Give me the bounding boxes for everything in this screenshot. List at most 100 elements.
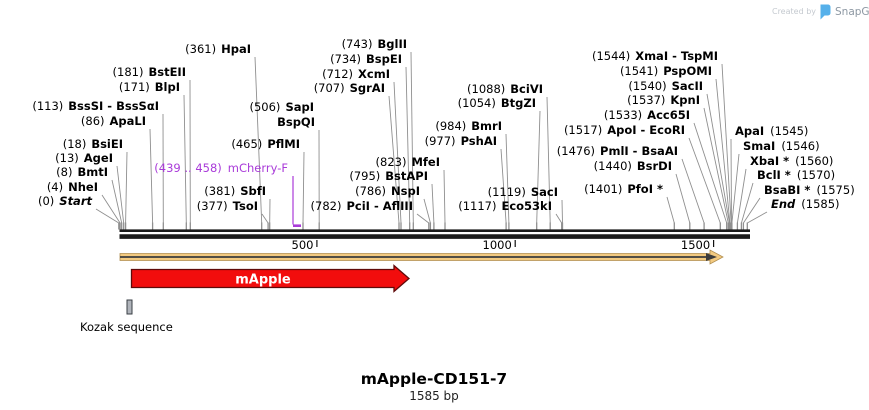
site-pos: (984) bbox=[435, 119, 466, 133]
site-labels-left: (361)HpaI (181)BstEII (171) BlpI (113)Bss… bbox=[32, 42, 315, 213]
site-pos: (506) bbox=[250, 100, 281, 114]
site-label-BmrI[interactable]: (984) BmrI bbox=[435, 119, 502, 133]
site-label-PspOMI[interactable]: (1541)PspOMI bbox=[620, 64, 712, 78]
site-pos: (1575) bbox=[816, 183, 854, 197]
site-pos: (743) bbox=[342, 37, 373, 51]
site-label-BmtI[interactable]: (8)BmtI bbox=[56, 165, 108, 179]
site-label-PciI[interactable]: (782) PciI - AflIII bbox=[311, 199, 413, 213]
site-label-TsoI[interactable]: (377)TsoI bbox=[197, 199, 258, 213]
site-pos: (1545) bbox=[770, 124, 808, 138]
site-label-BstAPI[interactable]: (795)BstAPI bbox=[349, 169, 428, 183]
site-label-BtgZI[interactable]: (1054)BtgZI bbox=[458, 96, 536, 110]
site-label-PflMI[interactable]: (465) PflMI bbox=[231, 137, 300, 151]
site-label-ApaLI[interactable]: (86)ApaLI bbox=[81, 114, 146, 128]
site-label-BsiEI[interactable]: (18)BsiEI bbox=[63, 137, 123, 151]
site-label-SmaI[interactable]: SmaI(1546) bbox=[743, 139, 820, 153]
primer-name: mCherry-F bbox=[228, 161, 288, 175]
site-name: BmrI bbox=[471, 119, 502, 133]
site-label-MfeI[interactable]: (823)MfeI bbox=[376, 155, 440, 169]
site-pos: (1544) bbox=[592, 49, 630, 63]
site-label-Acc65I[interactable]: (1533)Acc65I bbox=[604, 108, 690, 122]
ruler-label-1000: 1000 bbox=[483, 238, 512, 252]
site-pos: (734) bbox=[330, 52, 361, 66]
created-by-text: Created by bbox=[772, 7, 816, 16]
ruler-label-1500: 1500 bbox=[681, 238, 710, 252]
feature-mApple[interactable]: mApple bbox=[130, 264, 410, 293]
site-label-PshAI[interactable]: (977)PshAI bbox=[425, 134, 497, 148]
site-pos: (465) bbox=[231, 137, 262, 151]
site-label-BsrDI[interactable]: (1440)BsrDI bbox=[594, 159, 672, 173]
site-label-BsaBI[interactable]: BsaBI * (1575) bbox=[764, 183, 855, 197]
construct-feature-arrow[interactable] bbox=[119, 249, 724, 265]
label-start[interactable]: (0)Start bbox=[38, 194, 93, 208]
site-name: HpaI bbox=[221, 42, 251, 56]
site-label-BspEI[interactable]: (734)BspEI bbox=[330, 52, 402, 66]
site-name: BglII bbox=[378, 37, 408, 51]
site-label-XmaI[interactable]: (1544)XmaI - TspMI bbox=[592, 49, 718, 63]
ruler-tick-marks bbox=[316, 240, 715, 247]
site-pos: (1401) bbox=[584, 182, 622, 196]
site-label-XcmI[interactable]: (712)XcmI bbox=[322, 67, 390, 81]
site-label-KpnI[interactable]: (1537)KpnI bbox=[627, 93, 700, 107]
site-label-BciVI[interactable]: (1088)BciVI bbox=[467, 82, 543, 96]
site-label-BstEII[interactable]: (181)BstEII bbox=[113, 65, 186, 79]
site-label-BlpI[interactable]: (171) BlpI bbox=[119, 80, 180, 94]
snapgene-logo-icon bbox=[820, 4, 831, 20]
watermark: Created by SnapGene bbox=[772, 4, 869, 20]
site-label-BssSI[interactable]: (113)BssSI - BssSαI bbox=[32, 99, 159, 113]
site-name: BssSI - BssSαI bbox=[68, 99, 159, 113]
site-name: BsaBI * bbox=[764, 183, 810, 197]
site-pos: (1540) bbox=[628, 79, 666, 93]
site-label-PmlI[interactable]: (1476)PmlI - BsaAI bbox=[557, 144, 678, 158]
footer: mApple-CD151-7 1585 bp bbox=[361, 370, 507, 403]
site-name: SgrAI bbox=[350, 81, 385, 95]
site-name: BsrDI bbox=[637, 159, 672, 173]
site-label-AgeI[interactable]: (13)AgeI bbox=[55, 151, 113, 165]
kozak-box[interactable] bbox=[126, 299, 133, 315]
label-end[interactable]: End(1585) bbox=[771, 197, 840, 211]
site-tick-marks bbox=[118, 222, 748, 230]
sequence-backbone bbox=[118, 222, 750, 239]
site-label-SacII[interactable]: (1540)SacII bbox=[628, 79, 703, 93]
site-label-SacI[interactable]: (1119)SacI bbox=[488, 185, 558, 199]
site-label-SapI[interactable]: (506) SapI bbox=[250, 100, 315, 114]
mApple-arrow[interactable] bbox=[130, 264, 410, 293]
site-name: BspQI bbox=[277, 115, 315, 129]
site-pos: (1537) bbox=[627, 93, 665, 107]
site-label-PfoI[interactable]: (1401)PfoI * bbox=[584, 182, 663, 196]
site-pos: (171) bbox=[119, 80, 150, 94]
site-name: TsoI bbox=[233, 199, 258, 213]
site-label-XbaI[interactable]: XbaI *(1560) bbox=[750, 154, 833, 168]
site-pos: (782) bbox=[311, 199, 342, 213]
site-name: PflMI bbox=[267, 137, 300, 151]
site-name: End bbox=[771, 197, 796, 211]
site-pos: (0) bbox=[38, 194, 54, 208]
primer-label[interactable]: (439 .. 458)mCherry-F bbox=[154, 161, 288, 175]
site-pos: (795) bbox=[349, 169, 380, 183]
site-name: BlpI bbox=[155, 80, 180, 94]
site-name: PciI - AflIII bbox=[346, 199, 413, 213]
site-pos: (181) bbox=[113, 65, 144, 79]
site-pos: (1541) bbox=[620, 64, 658, 78]
site-label-NspI[interactable]: (786)NspI bbox=[355, 184, 420, 198]
site-label-ApaI[interactable]: ApaI(1545) bbox=[735, 124, 808, 138]
feature-kozak[interactable]: Kozak sequence bbox=[80, 299, 173, 334]
primer-mCherry-F[interactable]: (439 .. 458)mCherry-F bbox=[154, 161, 301, 227]
site-labels-right: (1544)XmaI - TspMI (1541)PspOMI (1540)Sa… bbox=[557, 49, 718, 196]
site-label-BclI[interactable]: BclI *(1570) bbox=[757, 168, 835, 182]
site-label-SbfI[interactable]: (381)SbfI bbox=[204, 184, 266, 198]
site-name: SapI bbox=[285, 100, 314, 114]
site-label-BglII[interactable]: (743) BglII bbox=[342, 37, 407, 51]
site-label-ApoI[interactable]: (1517)ApoI - EcoRI bbox=[564, 123, 685, 137]
site-label-SgrAI[interactable]: (707)SgrAI bbox=[314, 81, 385, 95]
site-label-NheI[interactable]: (4)NheI bbox=[47, 180, 98, 194]
site-name: Acc65I bbox=[647, 108, 690, 122]
kozak-label: Kozak sequence bbox=[80, 320, 173, 334]
site-label-Eco53kI[interactable]: (1117)Eco53kI bbox=[458, 199, 552, 213]
site-pos: (13) bbox=[55, 151, 79, 165]
site-pos: (1476) bbox=[557, 144, 595, 158]
site-label-HpaI[interactable]: (361)HpaI bbox=[185, 42, 251, 56]
site-label-BspQI[interactable]: BspQI bbox=[277, 115, 315, 129]
site-pos: (86) bbox=[81, 114, 105, 128]
